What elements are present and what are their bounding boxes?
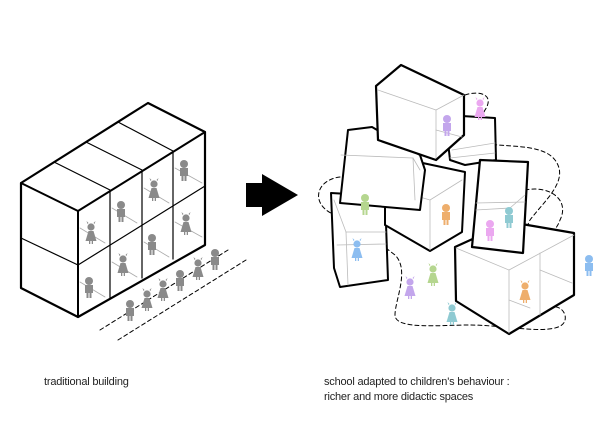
caption-left-text: traditional building [44,376,129,388]
adapted-school [318,63,576,336]
child-figure [474,97,486,120]
child-figure [126,300,134,321]
arrow-right-icon [246,174,298,216]
child-figure [141,288,153,311]
caption-right-line2: richer and more didactic spaces [324,391,474,403]
caption-right-line1: school adapted to children's behaviour : [324,376,510,388]
child-figure [427,263,439,286]
child-figure [176,270,184,291]
traditional-building [19,101,247,341]
caption-traditional-building: traditional building [44,375,129,390]
child-figure [404,276,416,299]
child-figure [192,257,204,280]
child-figure [446,302,458,325]
child-figure [585,255,593,276]
child-figure [211,249,219,270]
child-figure [157,278,169,301]
caption-adapted-school: school adapted to children's behaviour :… [324,375,510,405]
